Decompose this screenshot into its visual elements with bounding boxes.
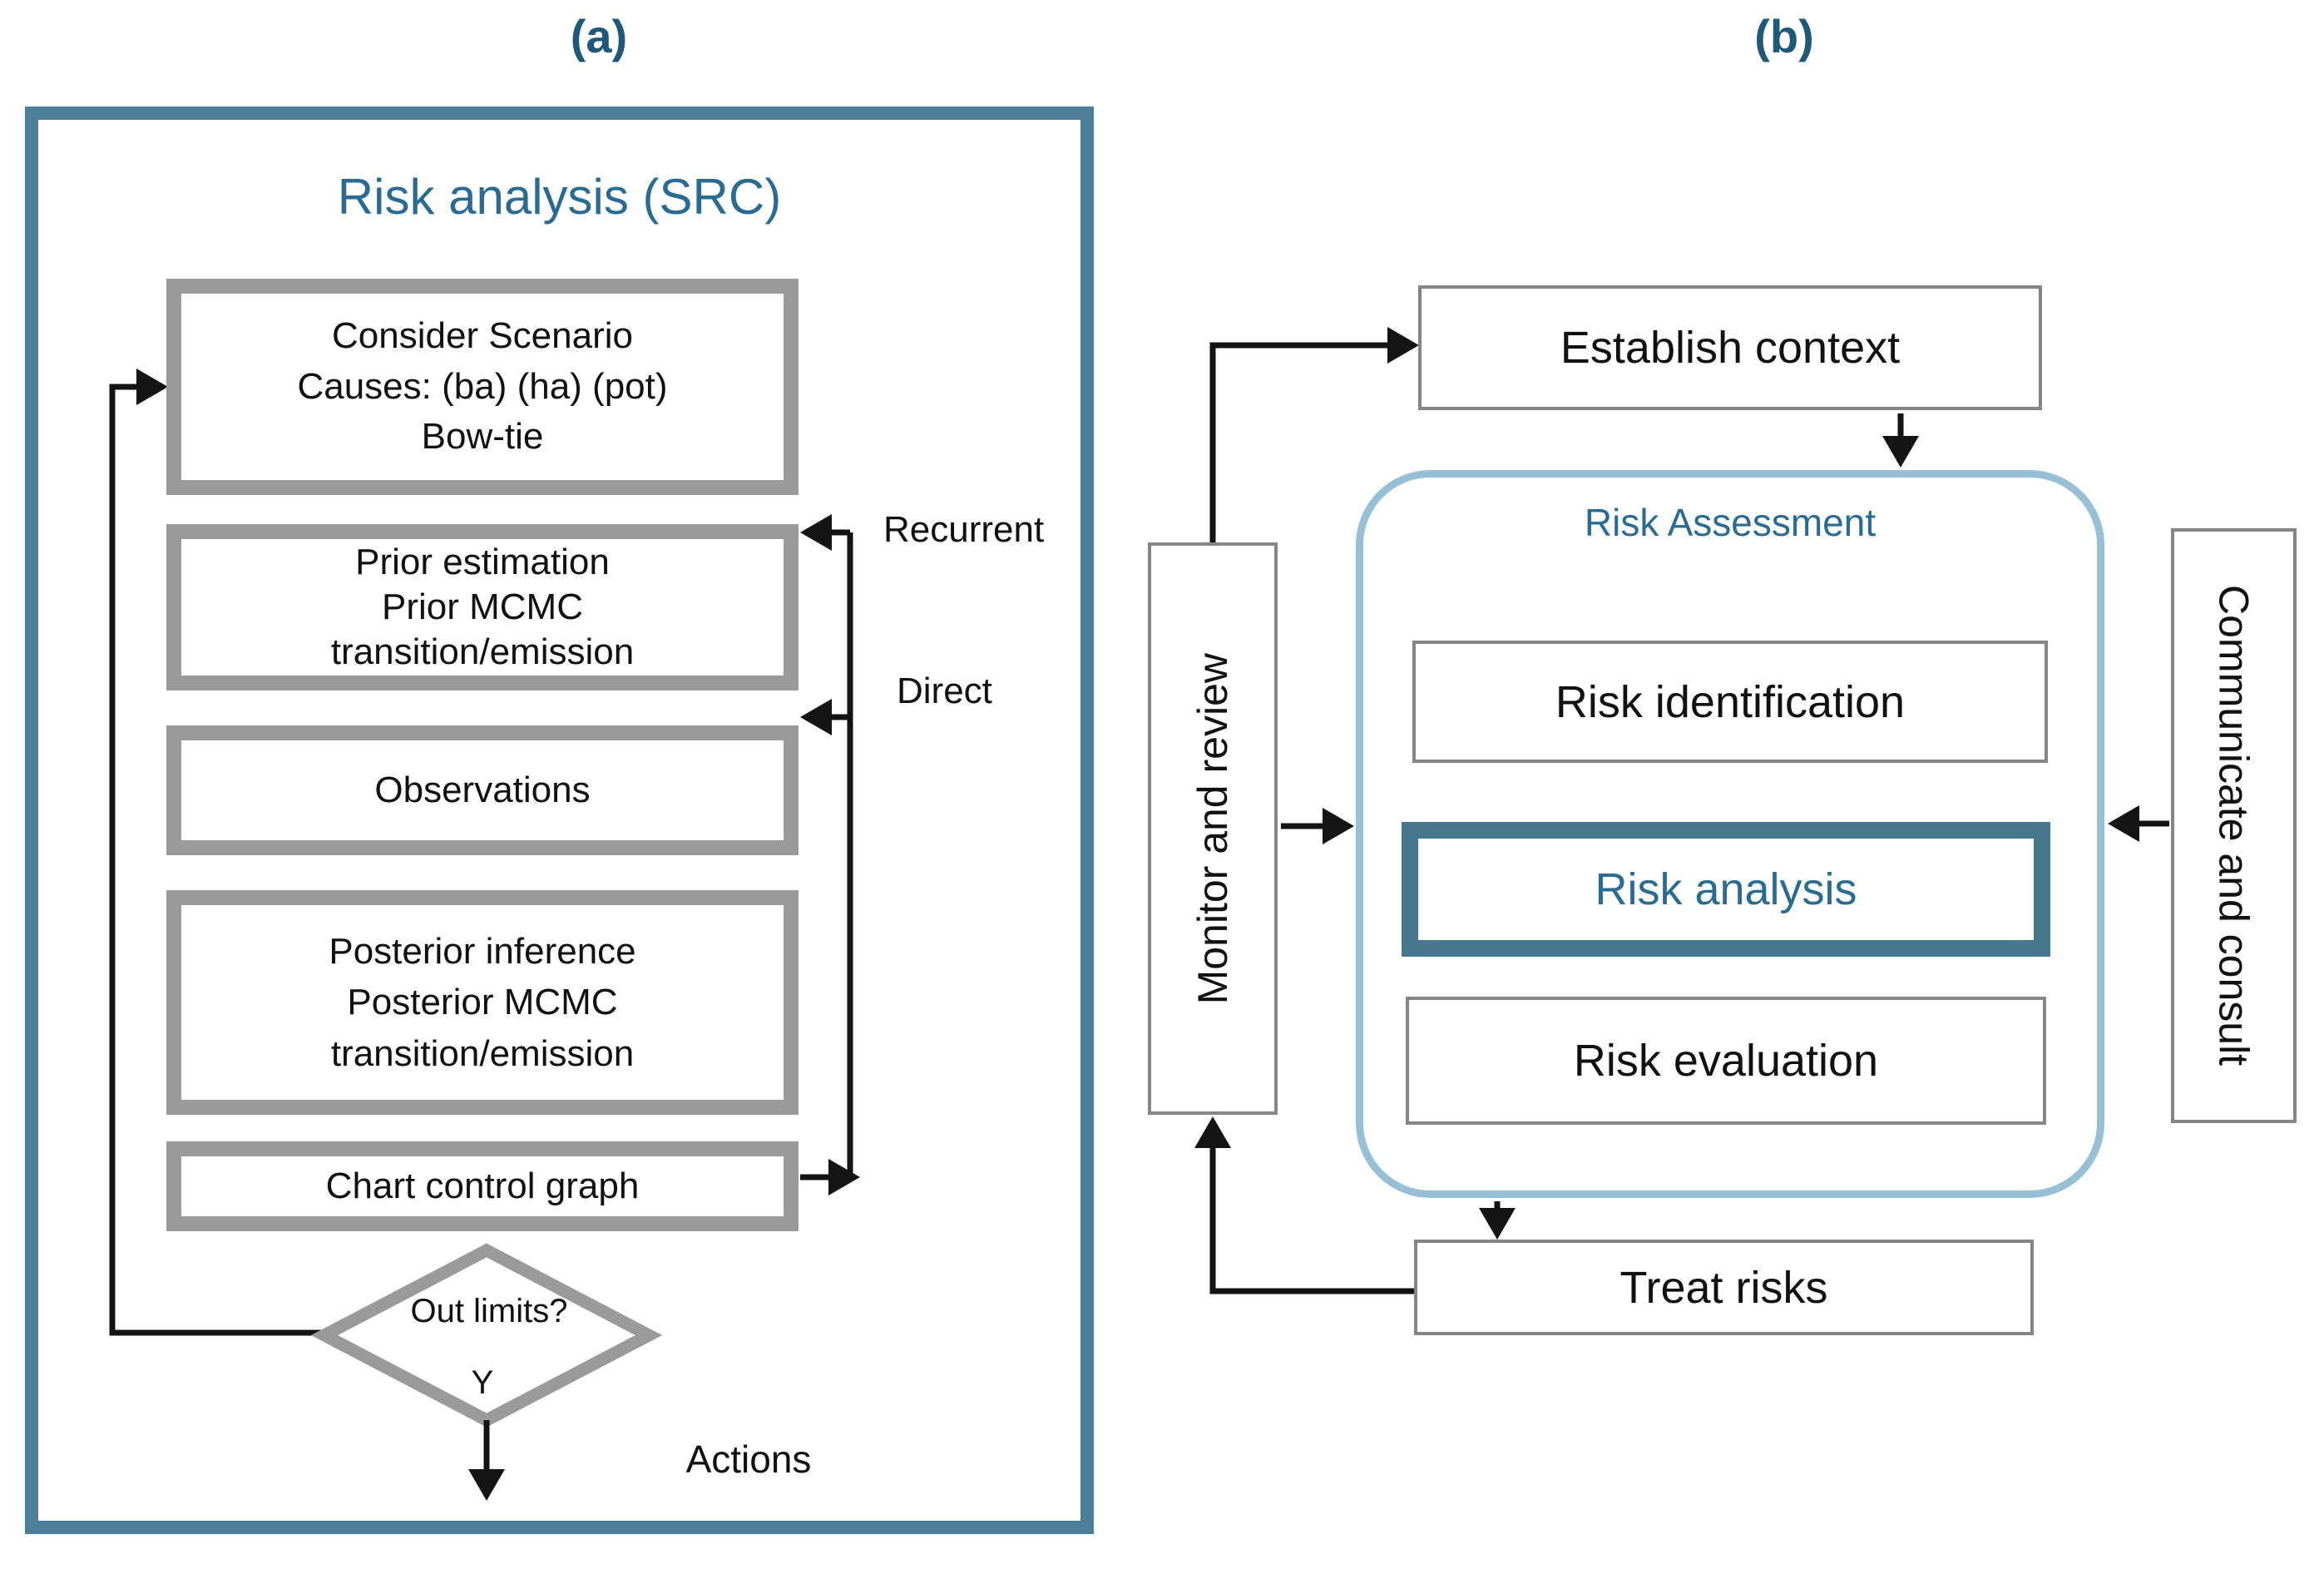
consider-scenario-line: Consider Scenario: [332, 314, 633, 356]
risk-identification-box: Risk identification: [1412, 641, 2048, 763]
direct-arrowhead: [800, 699, 832, 735]
actions-label: Actions: [685, 1438, 812, 1481]
actions-arrowhead: [468, 1469, 505, 1501]
communicate-consult-label: Communicate and consult: [2210, 585, 2257, 1067]
consider-scenario-line: Causes: (ba) (ha) (pot): [297, 365, 668, 407]
panel-b-label: (b): [1754, 9, 1814, 62]
monitor-review-box: Monitor and review: [1148, 542, 1278, 1115]
decision-question: Out limits?: [410, 1292, 568, 1329]
risk-analysis-src-frame: [25, 106, 1094, 1534]
prior-estimation-box: Prior estimation Prior MCMC transition/e…: [166, 524, 799, 690]
risk-assessment-container: [1356, 470, 2104, 1198]
monitor-establish-line: [1209, 342, 1406, 542]
panel-a-label: (a): [570, 9, 628, 62]
chart-control-line: Chart control graph: [325, 1165, 640, 1206]
treat-monitor-line: [1209, 1133, 1414, 1294]
consider-scenario-line: Bow-tie: [421, 416, 544, 458]
posterior-inference-box: Posterior inference Posterior MCMC trans…: [166, 890, 799, 1115]
loop-back-arrowhead: [136, 369, 168, 405]
loop-back-line: [109, 384, 324, 1336]
establish-assessment-arrowhead: [1882, 436, 1919, 468]
monitor-establish-arrowhead: [1387, 327, 1419, 364]
treat-risks-box: Treat risks: [1414, 1240, 2034, 1335]
monitor-review-label: Monitor and review: [1189, 652, 1236, 1005]
monitor-assessment-arrowhead: [1323, 808, 1354, 844]
prior-estimation-line: Prior MCMC: [382, 587, 583, 628]
chart-control-box: Chart control graph: [166, 1141, 799, 1231]
observations-line: Observations: [374, 769, 591, 810]
risk-analysis-box: Risk analysis: [1402, 822, 2050, 957]
assessment-treat-arrowhead: [1479, 1208, 1516, 1240]
panel-a-title: Risk analysis (SRC): [337, 168, 782, 225]
communicate-consult-box: Communicate and consult: [2171, 528, 2297, 1123]
prior-estimation-line: transition/emission: [330, 631, 635, 672]
risk-evaluation-box: Risk evaluation: [1406, 997, 2046, 1125]
risk-assessment-title: Risk Assessment: [1584, 501, 1877, 544]
observations-box: Observations: [166, 725, 799, 855]
communicate-assessment-arrowhead: [2108, 805, 2139, 842]
chart-out-arrowhead: [828, 1159, 860, 1195]
prior-estimation-line: Prior estimation: [355, 542, 610, 583]
establish-context-box: Establish context: [1418, 285, 2042, 410]
consider-scenario-box: Consider Scenario Causes: (ba) (ha) (pot…: [166, 279, 799, 495]
posterior-inference-line: transition/emission: [330, 1032, 635, 1074]
recurrent-arrowhead: [800, 514, 832, 551]
decision-yes-label: Y: [471, 1364, 494, 1401]
recurrent-label: Recurrent: [883, 509, 1045, 550]
posterior-inference-line: Posterior inference: [329, 930, 636, 972]
treat-monitor-arrowhead: [1194, 1116, 1231, 1148]
posterior-inference-line: Posterior MCMC: [347, 982, 618, 1023]
direct-label: Direct: [897, 671, 992, 711]
